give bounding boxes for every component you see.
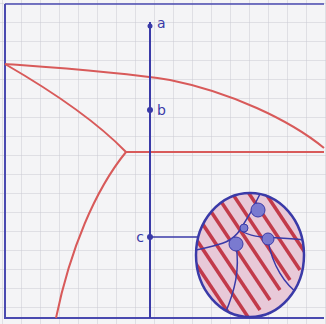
liquidus-line — [5, 64, 324, 148]
point — [147, 107, 153, 113]
point-label: c — [136, 230, 144, 244]
eutectic-line — [126, 151, 324, 153]
axes — [5, 4, 324, 318]
point-label: b — [157, 103, 166, 117]
frame — [5, 3, 324, 5]
liquidus-line — [5, 64, 126, 152]
point — [148, 24, 153, 29]
composition-line — [149, 22, 151, 318]
point-label: a — [157, 16, 166, 30]
microstructure — [150, 120, 326, 324]
solvus-line — [56, 152, 126, 318]
leader-line — [150, 236, 197, 238]
